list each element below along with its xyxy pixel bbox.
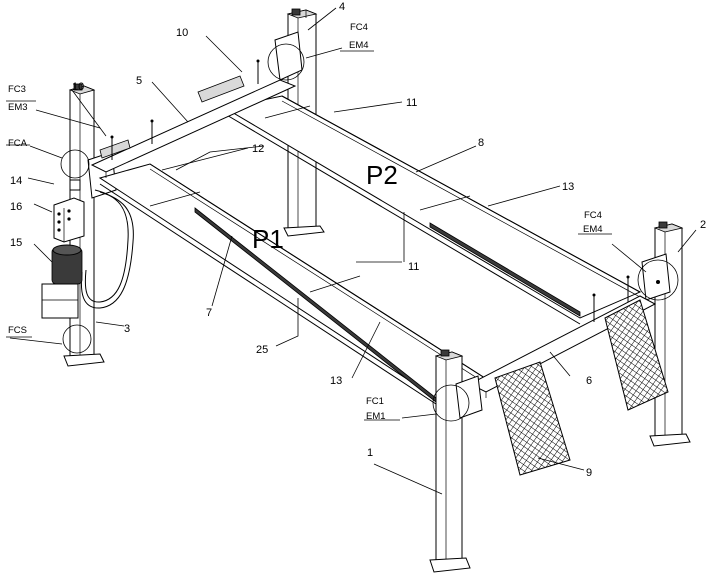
label-9: 9 (586, 467, 592, 479)
label-7: 7 (206, 307, 212, 319)
label-fc3: FC3 (8, 84, 26, 95)
label-8: 8 (478, 137, 484, 149)
label-fc4-top: FC4 (350, 22, 368, 33)
label-10-top: 10 (176, 27, 188, 39)
label-fca: FCA (8, 138, 28, 149)
label-4: 4 (339, 1, 345, 13)
label-11-top: 11 (406, 97, 417, 109)
label-16: 16 (10, 201, 22, 213)
label-fc4-right: FC4 (584, 210, 602, 221)
label-p1: P1 (252, 224, 284, 254)
label-em4-right: EM4 (583, 224, 603, 235)
label-13-right: 13 (562, 181, 574, 193)
detail-circle-fc4-top (267, 43, 305, 81)
post-front (429, 349, 483, 573)
lock-pins (110, 59, 630, 322)
label-11-mid: 11 (408, 261, 419, 273)
power-unit (41, 244, 83, 319)
detail-circle-fc1 (432, 384, 470, 422)
label-fc1: FC1 (366, 396, 384, 407)
leader-lines (9, 7, 697, 495)
label-6: 6 (586, 375, 592, 387)
label-em4-top: EM4 (349, 40, 369, 51)
control-box (53, 197, 85, 243)
label-12: 12 (252, 143, 264, 155)
label-25: 25 (256, 344, 268, 356)
label-1: 1 (367, 447, 373, 459)
label-em3: EM3 (8, 102, 28, 113)
label-14: 14 (10, 175, 22, 187)
ramp-left (494, 361, 571, 476)
label-10-left: 10 (72, 81, 84, 93)
rear-crossbeam (90, 75, 297, 178)
ramp-right (604, 299, 669, 411)
label-em1: EM1 (366, 411, 386, 422)
label-13-bottom: 13 (330, 375, 342, 387)
label-15: 15 (10, 237, 22, 249)
label-3: 3 (124, 323, 130, 335)
runway-p2 (223, 95, 642, 325)
label-5: 5 (136, 75, 142, 87)
detail-circle-fc4-right (637, 259, 679, 301)
label-2: 2 (700, 219, 706, 231)
detail-circle-fca (60, 149, 90, 179)
detail-circle-fcs (62, 324, 92, 354)
label-fcs: FCS (8, 325, 27, 336)
label-p2: P2 (366, 160, 398, 190)
